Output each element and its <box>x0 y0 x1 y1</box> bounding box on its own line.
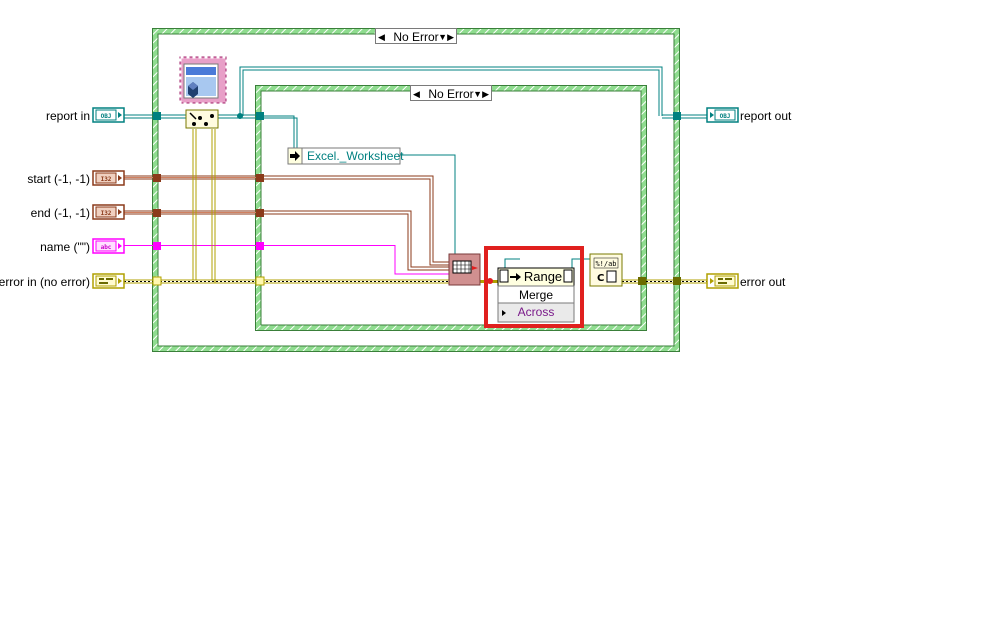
start-wire <box>124 175 450 266</box>
inner-case-label: No Error <box>428 87 474 101</box>
property-merge[interactable]: Merge <box>518 288 553 302</box>
start-label: start (-1, -1) <box>27 172 90 186</box>
error-in-label: error in (no error) <box>0 275 90 289</box>
report-in-terminal[interactable]: OBJ <box>92 107 125 123</box>
name-wire <box>124 245 450 275</box>
name-label: name ("") <box>40 240 90 254</box>
report-subvi-icon[interactable] <box>179 56 228 105</box>
worksheet-cast-node[interactable] <box>287 147 401 165</box>
svg-text:C: C <box>597 273 604 284</box>
range-grid-icon[interactable] <box>448 253 481 286</box>
i32-glyph: I32 <box>101 210 112 217</box>
prev-case-icon[interactable]: ◀ <box>413 89 420 99</box>
error-in-terminal[interactable] <box>92 273 125 289</box>
property-node-class[interactable]: Range <box>523 269 563 284</box>
highlight-box <box>484 246 584 328</box>
case-dropdown-icon[interactable]: ▼▶ <box>473 89 489 99</box>
svg-text:%!/ab: %!/ab <box>595 260 616 268</box>
report-out-terminal[interactable]: OBJ <box>706 107 739 123</box>
abc-glyph: abc <box>101 244 112 251</box>
obj-glyph: OBJ <box>720 113 731 120</box>
property-node[interactable] <box>497 267 575 323</box>
outer-case-selector[interactable]: ◀ No Error ▼▶ <box>375 28 457 44</box>
start-terminal[interactable]: I32 <box>92 170 125 186</box>
close-reference-icon[interactable]: %!/ab C <box>589 253 623 287</box>
property-across[interactable]: Across <box>517 305 555 319</box>
i32-glyph: I32 <box>101 176 112 183</box>
report-in-label: report in <box>45 109 90 123</box>
outer-case-label: No Error <box>393 30 439 44</box>
error-out-terminal[interactable] <box>706 273 739 289</box>
end-terminal[interactable]: I32 <box>92 204 125 220</box>
error-out-label: error out <box>740 275 786 289</box>
refnum-wires <box>124 66 707 270</box>
report-out-label: report out <box>740 109 792 123</box>
end-label: end (-1, -1) <box>30 206 90 220</box>
end-wire <box>124 210 450 271</box>
case-dropdown-icon[interactable]: ▼▶ <box>438 32 454 42</box>
name-terminal[interactable]: abc <box>92 238 125 254</box>
error-wires <box>124 129 707 284</box>
prev-case-icon[interactable]: ◀ <box>378 32 385 42</box>
tunnels <box>152 112 681 286</box>
inner-case-selector[interactable]: ◀ No Error ▼▶ <box>410 85 492 101</box>
worksheet-ref-label[interactable]: Excel._Worksheet <box>307 149 404 163</box>
obj-glyph: OBJ <box>101 113 112 120</box>
error-dot <box>487 278 493 284</box>
inner-case-structure[interactable] <box>255 85 647 331</box>
unbundle-icon[interactable] <box>185 109 219 129</box>
